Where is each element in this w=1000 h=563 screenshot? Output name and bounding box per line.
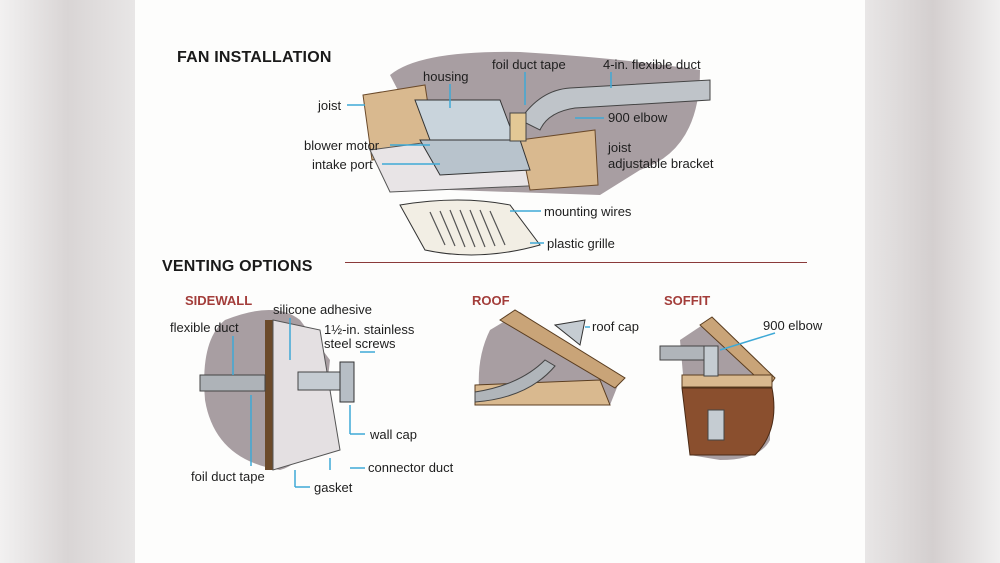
fan-installation-illustration: [347, 51, 711, 256]
label-gasket: gasket: [314, 480, 353, 495]
label-blower-motor: blower motor: [304, 138, 380, 153]
soffit-heading: SOFFIT: [664, 293, 711, 308]
flexible-duct: [519, 79, 711, 131]
fan-installation-heading: FAN INSTALLATION: [177, 49, 332, 66]
label-sidewall-foil-duct-tape: foil duct tape: [191, 469, 265, 484]
label-connector-duct: connector duct: [368, 460, 454, 475]
label-joist-left: joist: [318, 98, 342, 113]
label-900-elbow: 900 elbow: [608, 110, 668, 125]
foil-tape: [509, 112, 527, 142]
label-adjustable-bracket: adjustable bracket: [608, 156, 714, 171]
plastic-grille: [399, 199, 541, 256]
joist-right: [519, 129, 599, 191]
section-divider: [345, 262, 807, 263]
blurred-backdrop-right: [865, 0, 1000, 563]
label-joist-right: joist: [608, 140, 632, 155]
label-plastic-grille: plastic grille: [547, 236, 615, 251]
label-sidewall-flexible-duct: flexible duct: [170, 320, 239, 335]
label-wall-cap: wall cap: [370, 427, 417, 442]
label-intake-port: intake port: [312, 157, 373, 172]
leader-lines: [347, 72, 612, 244]
roof-illustration: [474, 309, 626, 406]
venting-options-heading: VENTING OPTIONS: [162, 258, 313, 275]
sidewall-illustration: [199, 310, 375, 488]
intake-port: [419, 139, 531, 176]
soffit-illustration: [659, 316, 776, 460]
fan-housing: [414, 99, 516, 141]
label-flexible-duct: 4-in. flexible duct: [603, 57, 701, 72]
label-silicone-adhesive: silicone adhesive: [273, 302, 373, 317]
label-screws-line2: steel screws: [324, 336, 396, 351]
label-housing: housing: [423, 69, 469, 84]
blurred-backdrop-left: [0, 0, 135, 563]
label-mounting-wires: mounting wires: [544, 204, 632, 219]
roof-heading: ROOF: [472, 293, 510, 308]
label-screws-line1: 1½-in. stainless: [324, 322, 415, 337]
label-foil-duct-tape: foil duct tape: [492, 57, 566, 72]
sidewall-heading: SIDEWALL: [185, 293, 253, 308]
label-soffit-elbow: 900 elbow: [763, 318, 823, 333]
label-roof-cap: roof cap: [592, 319, 639, 334]
